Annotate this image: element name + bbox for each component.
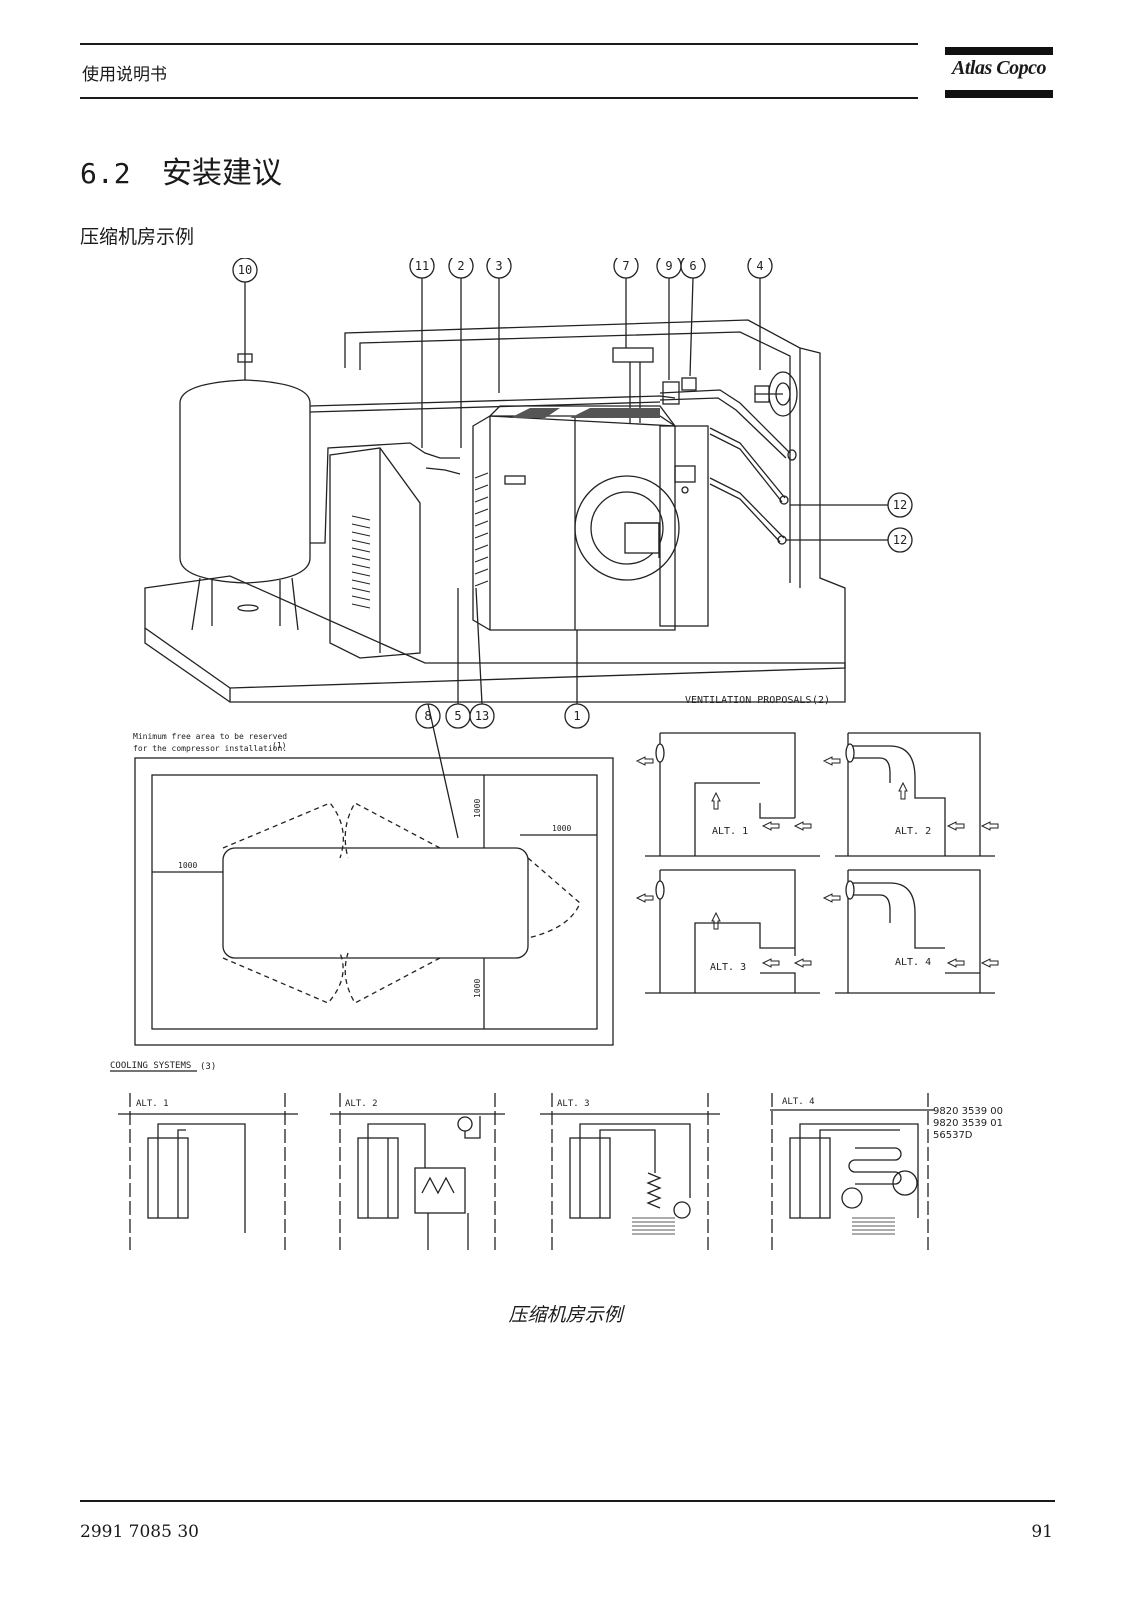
svg-text:1: 1: [573, 709, 580, 723]
callout-13: 13: [469, 587, 495, 729]
callouts: 10 11 2 3 7 9 6 4: [232, 258, 913, 839]
callout-10-label: 10: [238, 263, 252, 277]
callout-9: 9: [656, 258, 682, 380]
svg-text:1000: 1000: [473, 979, 482, 998]
cooling-alt-1: ALT. 1: [118, 1093, 298, 1250]
callout-5: 5: [445, 588, 471, 729]
compressor-cabinet: [472, 405, 709, 631]
svg-text:ALT. 1: ALT. 1: [712, 826, 748, 837]
svg-text:ALT. 3: ALT. 3: [557, 1099, 590, 1109]
header-rule-top: [80, 43, 918, 45]
svg-text:4: 4: [756, 259, 763, 273]
brand-name: Atlas Copco: [952, 57, 1046, 79]
section-title-text: 安装建议: [162, 156, 282, 191]
min-free-area-plan: Minimum free area to be reserved for the…: [133, 732, 614, 1046]
part-numbers: 9820 3539 00 9820 3539 01 56537D: [933, 1106, 1003, 1141]
callout-2: 2: [448, 258, 474, 448]
svg-text:for the compressor installatio: for the compressor installation.: [133, 744, 287, 753]
footer-rule: [80, 1500, 1055, 1502]
svg-text:(2): (2): [812, 695, 830, 706]
svg-text:5: 5: [454, 709, 461, 723]
svg-text:9: 9: [665, 259, 672, 273]
cooling-title: COOLING SYSTEMS: [110, 1061, 191, 1071]
dryer-grille: [351, 515, 371, 609]
svg-text:12: 12: [893, 498, 907, 512]
airflow-arrows: [635, 756, 999, 968]
cooling-alt-4: ALT. 4: [770, 1093, 935, 1250]
ventilation-title: VENTILATION PROPOSALS: [685, 695, 811, 706]
compressor-room-drawing: 10 11 2 3 7 9 6 4: [110, 258, 1003, 1250]
section-number: 6.2: [80, 157, 131, 190]
svg-text:12: 12: [893, 533, 907, 547]
svg-text:3: 3: [495, 259, 502, 273]
svg-text:ALT. 2: ALT. 2: [345, 1099, 378, 1109]
svg-text:(1): (1): [272, 741, 286, 750]
callout-6: 6: [680, 258, 706, 377]
svg-text:1000: 1000: [552, 824, 571, 833]
svg-text:ALT. 4: ALT. 4: [895, 957, 931, 968]
svg-text:56537D: 56537D: [933, 1130, 973, 1141]
figure-caption: 压缩机房示例: [508, 1304, 623, 1326]
svg-text:ALT. 3: ALT. 3: [710, 962, 746, 973]
section-title: 6.2 安装建议: [80, 148, 282, 192]
cooling-alt-3: ALT. 3: [540, 1093, 720, 1250]
document-number: 2991 7085 30: [80, 1522, 199, 1542]
callout-12b: 12: [786, 527, 913, 553]
brand-logo: Atlas Copco: [945, 47, 1053, 101]
svg-text:11: 11: [415, 259, 429, 273]
vent-alt-1: ALT. 1: [645, 732, 820, 857]
callout-10: 10: [232, 258, 258, 358]
svg-text:9820 3539 00: 9820 3539 00: [933, 1106, 1003, 1117]
vent-alt-3: ALT. 3: [645, 869, 820, 994]
page-number: 91: [1031, 1522, 1053, 1542]
callout-1: 1: [564, 630, 590, 729]
callout-3: 3: [486, 258, 512, 393]
callout-4: 4: [747, 258, 773, 370]
svg-text:ALT. 4: ALT. 4: [782, 1097, 815, 1107]
svg-text:Minimum free area to be reserv: Minimum free area to be reserved: [133, 732, 287, 741]
svg-text:1000: 1000: [473, 799, 482, 818]
vent-alt-2: ALT. 2: [835, 732, 995, 857]
cooling-systems: COOLING SYSTEMS (3) ALT. 1 ALT. 2: [110, 1061, 1003, 1250]
svg-text:9820 3539 01: 9820 3539 01: [933, 1118, 1003, 1129]
room-isometric: [144, 319, 846, 703]
svg-text:8: 8: [424, 709, 431, 723]
air-receiver: [179, 353, 311, 631]
svg-text:ALT. 2: ALT. 2: [895, 826, 931, 837]
svg-text:7: 7: [622, 259, 629, 273]
svg-text:(3): (3): [200, 1062, 216, 1072]
svg-text:2: 2: [457, 259, 464, 273]
vent-alt-4: ALT. 4: [835, 869, 995, 994]
svg-text:6: 6: [689, 259, 696, 273]
subheading: 压缩机房示例: [80, 226, 195, 248]
svg-text:ALT. 1: ALT. 1: [136, 1099, 169, 1109]
callout-12a: 12: [790, 492, 913, 518]
svg-text:13: 13: [475, 709, 489, 723]
compressor-room-figure: 10 11 2 3 7 9 6 4: [100, 258, 1050, 1328]
callout-8: 8: [415, 703, 459, 839]
cooling-alt-2: ALT. 2: [330, 1093, 505, 1250]
header-title: 使用说明书: [82, 65, 167, 85]
ventilation-proposals: VENTILATION PROPOSALS (2) ALT. 1 ALT. 2 …: [635, 695, 999, 994]
svg-text:1000: 1000: [178, 861, 197, 870]
header-rule-bottom: [80, 97, 918, 99]
callout-7: 7: [613, 258, 639, 348]
callout-11: 11: [409, 258, 435, 448]
